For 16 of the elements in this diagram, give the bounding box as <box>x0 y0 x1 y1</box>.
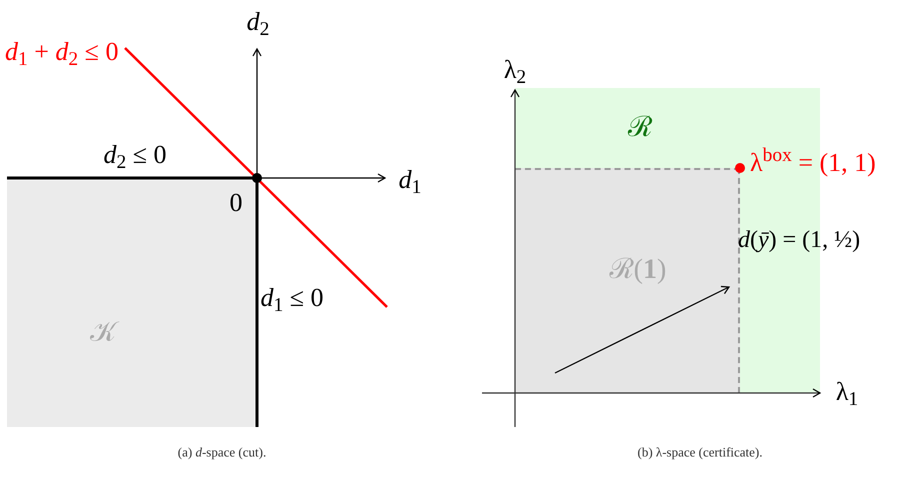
point-label: λ$^{box}$ = (1, 1) <box>750 150 876 176</box>
caption: (a) d-space (cut). <box>178 446 266 458</box>
shaded-region <box>515 168 740 393</box>
region-label: ℛ <box>628 114 652 142</box>
math-label: d$_{1}$ + d$_{2}$ ≤ 0 <box>5 39 118 65</box>
math-label: 0 <box>230 190 242 216</box>
math-label: d$_{1}$ ≤ 0 <box>260 285 324 311</box>
math-label: d$_{1}$ <box>398 167 422 193</box>
math-label: d$_{2}$ <box>246 9 270 35</box>
math-label: λ$_{2}$ <box>504 57 526 83</box>
math-label: d$_{2}$ ≤ 0 <box>103 142 167 168</box>
region-label: ℛ(1) <box>610 256 666 284</box>
caption: (b) λ-space (certificate). <box>637 446 763 458</box>
math-label: λ$_{1}$ <box>836 379 858 405</box>
point-marker <box>735 163 745 173</box>
math-label: d(ȳ) = (1, ½) <box>738 228 860 252</box>
